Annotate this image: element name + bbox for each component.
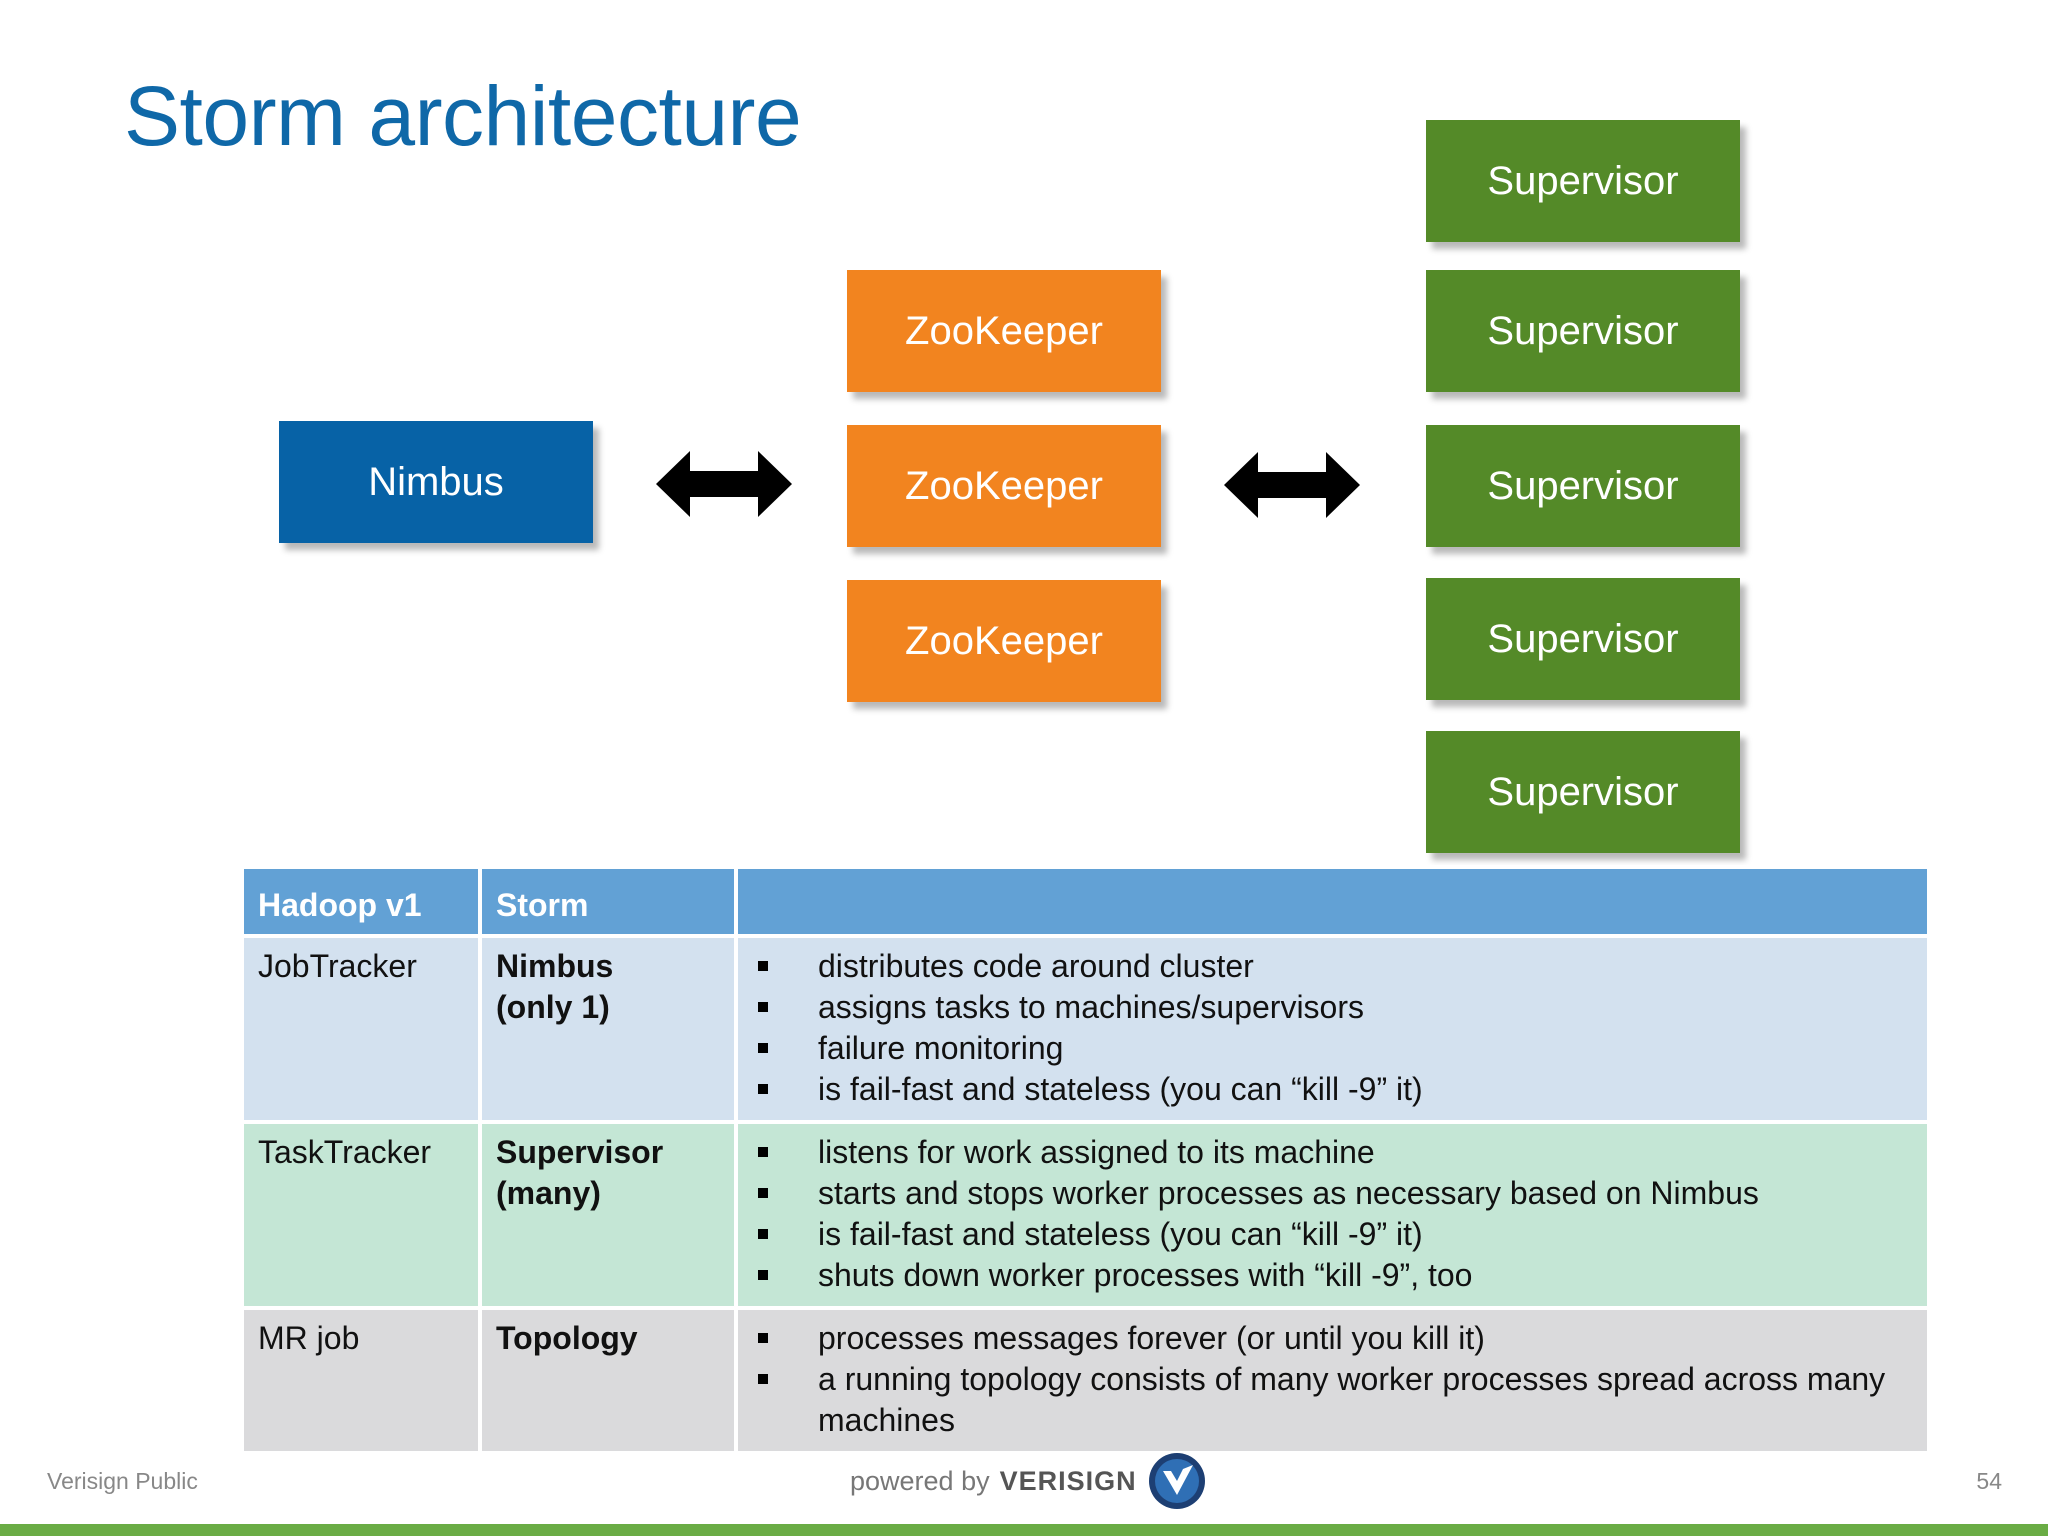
powered-by-text: powered by (850, 1465, 990, 1496)
bullet-item: starts and stops worker processes as nec… (752, 1173, 1913, 1214)
double-arrow-icon (656, 451, 792, 517)
bullet-item: is fail-fast and stateless (you can “kil… (752, 1214, 1913, 1255)
hadoop-cell: JobTracker (240, 934, 482, 1124)
supervisor-box: Supervisor (1426, 578, 1740, 700)
powered-by-verisign: powered by VERISIGN (850, 1450, 1207, 1512)
storm-cell: Topology (478, 1306, 738, 1455)
slide-title: Storm architecture (124, 69, 802, 163)
header-storm: Storm (478, 865, 738, 938)
supervisor-label: Supervisor (1487, 616, 1679, 661)
bullet-item: a running topology consists of many work… (752, 1359, 1913, 1441)
bullet-item: processes messages forever (or until you… (752, 1318, 1913, 1359)
supervisor-box: Supervisor (1426, 731, 1740, 853)
bullet-item: failure monitoring (752, 1028, 1913, 1069)
table-row: MR job Topology processes messages forev… (240, 1306, 1931, 1455)
storm-name: Topology (496, 1320, 638, 1356)
storm-name: Nimbus (496, 948, 614, 984)
zookeeper-label: ZooKeeper (905, 308, 1103, 353)
table-row: TaskTracker Supervisor (many) listens for… (240, 1120, 1931, 1310)
supervisor-label: Supervisor (1487, 463, 1679, 508)
header-hadoop: Hadoop v1 (240, 865, 482, 938)
storm-cell: Nimbus (only 1) (478, 934, 738, 1124)
bullet-item: is fail-fast and stateless (you can “kil… (752, 1069, 1913, 1110)
bullet-item: distributes code around cluster (752, 946, 1913, 987)
bullet-list: distributes code around cluster assigns … (752, 946, 1913, 1110)
supervisor-label: Supervisor (1487, 769, 1679, 814)
double-arrow-icon (1224, 452, 1360, 518)
description-cell: listens for work assigned to its machine… (734, 1120, 1931, 1310)
description-cell: processes messages forever (or until you… (734, 1306, 1931, 1455)
zookeeper-label: ZooKeeper (905, 463, 1103, 508)
supervisor-box: Supervisor (1426, 270, 1740, 392)
comparison-table: Hadoop v1 Storm JobTracker Nimbus (only 1… (240, 865, 1931, 1455)
supervisor-box: Supervisor (1426, 425, 1740, 547)
footer-accent-bar (0, 1524, 2048, 1536)
supervisor-label: Supervisor (1487, 158, 1679, 203)
bullet-item: shuts down worker processes with “kill -… (752, 1255, 1913, 1296)
storm-count: (many) (496, 1175, 601, 1211)
zookeeper-box: ZooKeeper (847, 425, 1161, 547)
hadoop-cell: MR job (240, 1306, 482, 1455)
zookeeper-box: ZooKeeper (847, 270, 1161, 392)
bullet-list: listens for work assigned to its machine… (752, 1132, 1913, 1296)
table-header-row: Hadoop v1 Storm (240, 865, 1931, 938)
classification-label: Verisign Public (47, 1468, 198, 1494)
description-cell: distributes code around cluster assigns … (734, 934, 1931, 1124)
bullet-item: listens for work assigned to its machine (752, 1132, 1913, 1173)
nimbus-box: Nimbus (279, 421, 593, 543)
storm-cell: Supervisor (many) (478, 1120, 738, 1310)
storm-name: Supervisor (496, 1134, 664, 1170)
hadoop-cell: TaskTracker (240, 1120, 482, 1310)
table-row: JobTracker Nimbus (only 1) distributes co… (240, 934, 1931, 1124)
bullet-item: assigns tasks to machines/supervisors (752, 987, 1913, 1028)
zookeeper-label: ZooKeeper (905, 618, 1103, 663)
brand-name: VERISIGN (999, 1465, 1137, 1496)
header-description (734, 865, 1931, 938)
storm-count: (only 1) (496, 989, 610, 1025)
bullet-list: processes messages forever (or until you… (752, 1318, 1913, 1441)
supervisor-box: Supervisor (1426, 120, 1740, 242)
zookeeper-box: ZooKeeper (847, 580, 1161, 702)
verisign-check-logo-icon (1148, 1453, 1205, 1509)
supervisor-label: Supervisor (1487, 308, 1679, 353)
page-number: 54 (1976, 1468, 2002, 1494)
nimbus-label: Nimbus (368, 459, 504, 504)
